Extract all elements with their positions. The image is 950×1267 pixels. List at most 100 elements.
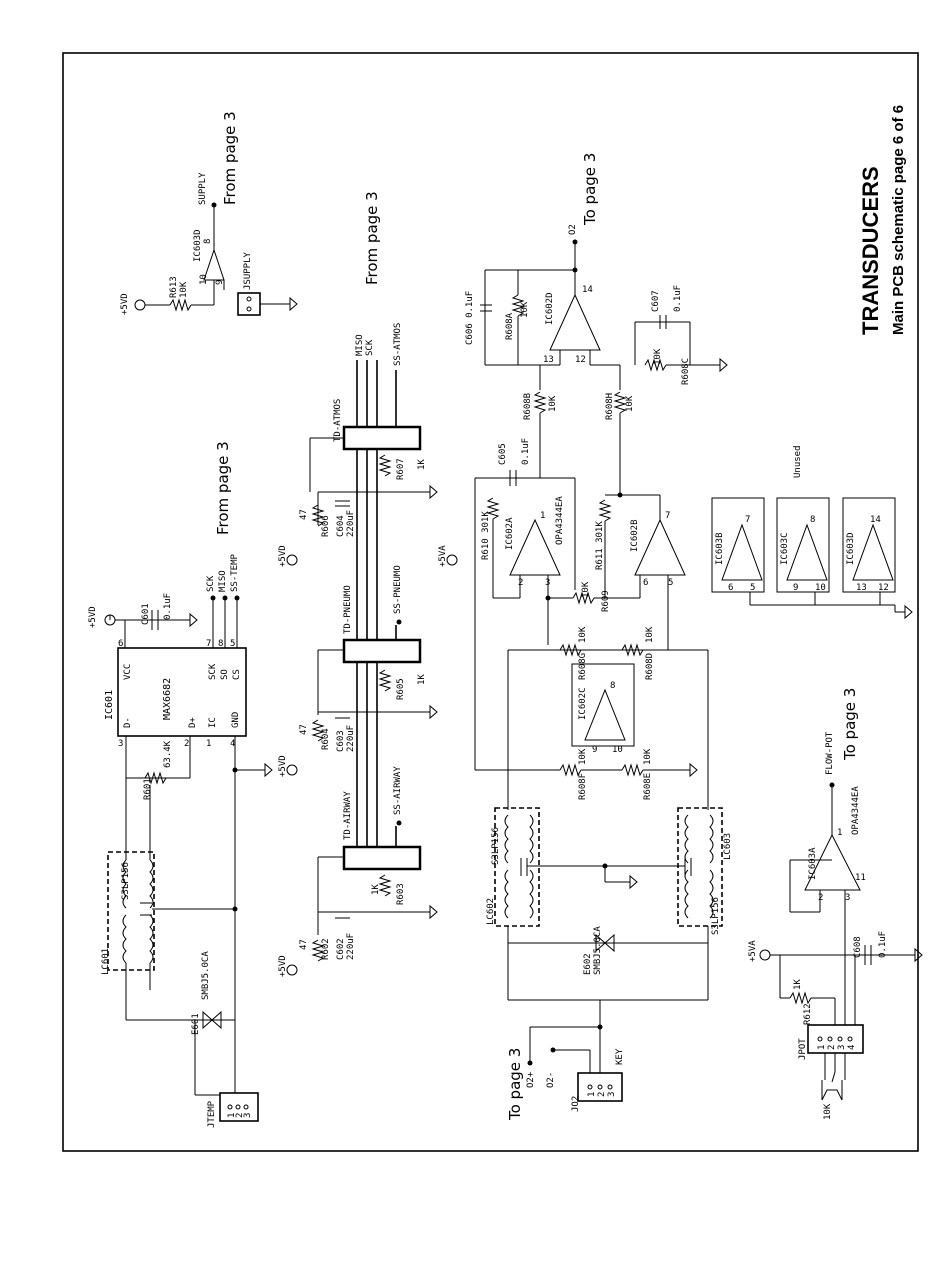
lc601-choke — [107, 851, 155, 971]
ic602d-label: IC602D — [545, 292, 555, 325]
ic602c-pin9: 9 — [592, 745, 597, 755]
td-pneumo-header — [342, 638, 422, 664]
lc601-label: LC601 — [101, 948, 111, 975]
ic603a-pin3: 3 — [845, 893, 850, 903]
jtemp-connector — [219, 1092, 259, 1122]
ic603d-pin-b: 12 — [878, 583, 889, 593]
r608d-label: R608D — [645, 653, 655, 680]
supply-monitor-section: +5VD R613 10K 10 9 8 IC603D SUPPLY From … — [120, 111, 298, 316]
ic602b-pin6: 6 — [643, 578, 648, 588]
c605-value: 0.1uF — [521, 438, 531, 465]
sheet-border — [62, 52, 919, 1152]
c603-label: C603 — [336, 730, 346, 752]
ic601-pin-cs: CS — [232, 669, 242, 680]
r604-label: R604 — [321, 728, 331, 750]
ic603d-pin-out: 14 — [870, 515, 881, 525]
ic603d-label: IC603D — [193, 229, 203, 262]
td-airway-header — [342, 845, 422, 871]
ic603a-part: OPA4344EA — [851, 786, 861, 835]
ic602c-frame — [571, 663, 635, 747]
ic601-pinnum-4: 4 — [230, 739, 235, 749]
ic601-max6682 — [117, 647, 247, 737]
td-pneumo-label: TD-PNEUMO — [343, 585, 353, 634]
temp-net-sck: SCK — [206, 575, 216, 592]
ic603d-unused-label: IC603D — [846, 532, 856, 565]
ic603c-pin-b: 10 — [815, 583, 826, 593]
net-ss-airway: SS-AIRWAY — [393, 766, 403, 815]
ic602d-pin14: 14 — [582, 285, 593, 295]
ic601-pin-so: SO — [220, 669, 230, 680]
net-flow-pot: FLOW-POT — [825, 731, 835, 775]
r601-value: 63.4K — [163, 740, 173, 768]
ic602b-opamp — [634, 518, 686, 576]
r608f-value: 10K — [578, 748, 588, 765]
c607-value: 0.1uF — [673, 285, 683, 312]
lc603-choke — [677, 807, 723, 927]
ic603c-pin-out: 8 — [810, 515, 815, 525]
c605-label: C605 — [498, 443, 508, 465]
jsupply-label: JSUPPLY — [243, 251, 253, 290]
td-pneumo-sensor: TD-PNEUMO +5VD 47 R604 C603 220uF R605 1… — [278, 585, 438, 777]
r608h-value: 10K — [625, 395, 635, 412]
lc602-label: LC602 — [486, 898, 496, 925]
flow-supply: +5VA — [748, 940, 758, 962]
r608g-value: 10K — [578, 626, 588, 643]
ic602c-opamp — [584, 688, 626, 741]
jo2-label: JO2 — [571, 1096, 581, 1112]
ic601-pin-vcc: VCC — [123, 664, 133, 680]
jtemp-pin3: 3 — [243, 1113, 253, 1118]
sheet-subtitle: Main PCB schematic page 6 of 6 — [890, 105, 907, 335]
r612-value: 1K — [793, 979, 803, 990]
net-sck: SCK — [365, 339, 375, 356]
c601-label: C601 — [141, 603, 151, 625]
ic602d-opamp — [549, 293, 601, 351]
r604-value: 47 — [299, 724, 309, 735]
r607-value: 1K — [417, 459, 427, 470]
ic602b-pin5: 5 — [668, 578, 673, 588]
ic603d-pin-10: 10 — [199, 274, 209, 285]
ic603c-label: IC603C — [780, 532, 790, 565]
ic601-label: IC601 — [104, 690, 115, 720]
r608b-label: R608B — [523, 393, 533, 420]
e602-part: SMBJ5.0CA — [593, 926, 603, 975]
r608a-value: 10K — [520, 301, 530, 318]
net-ss-pneumo: SS-PNEUMO — [393, 565, 403, 614]
jo2-pin3: 3 — [607, 1092, 617, 1097]
lc603-label: LC603 — [723, 833, 733, 860]
e601-part: SMBJ5.0CA — [201, 951, 211, 1000]
r613-value: 10K — [179, 281, 189, 298]
sheet-title: TRANSDUCERS — [858, 166, 883, 335]
r608h-label: R608H — [605, 393, 615, 420]
jpot-label: JPOT — [798, 1038, 808, 1060]
c602-value: 220uF — [346, 933, 356, 960]
ic601-pin-dminus: D- — [123, 717, 133, 728]
ic602c-pin8: 8 — [610, 681, 615, 691]
jo2-connector — [577, 1072, 623, 1102]
r611-label: R611 301K — [595, 521, 605, 570]
ic603b-label: IC603B — [715, 532, 725, 565]
ic601-pin-sck: SCK — [208, 663, 218, 680]
lc602-part: S3LP156 — [491, 827, 501, 865]
ic602b-label: IC602B — [630, 519, 640, 552]
net-miso: MISO — [355, 334, 365, 356]
jpot-pin2: 2 — [827, 1045, 837, 1050]
o2-amplifier-section: IC602D O2 To page 3 C606 0.1uF R608A 10K… — [438, 153, 733, 1121]
r601-label: R601 — [143, 778, 153, 800]
r607-label: R607 — [396, 458, 406, 480]
temp-net-ss: SS-TEMP — [230, 553, 240, 592]
pot-value: 10K — [823, 1103, 833, 1120]
ic602b-pin7: 7 — [665, 511, 670, 521]
lc603-part: S3LP156 — [711, 897, 721, 935]
r609-label: R609 — [601, 590, 611, 612]
r608c-value: 10K — [653, 348, 663, 365]
ic603a-pin2: 2 — [818, 893, 823, 903]
r606-value: 47 — [299, 509, 309, 520]
ic601-pinnum-6: 6 — [118, 639, 123, 649]
temperature-section: +5VD C601 0.1uF IC601 MAX6682 VCC D- D+ … — [88, 441, 273, 1128]
r610-label: R610 301K — [481, 511, 491, 560]
td-atmos-label: TD-ATMOS — [333, 399, 343, 442]
ic602d-pin12: 12 — [575, 355, 586, 365]
td-atmos-sensor: TD-ATMOS +5VD 47 R606 C604 220uF R607 1K — [278, 399, 438, 567]
offpage-from-page3-left: From page 3 — [214, 441, 232, 535]
c608-label: C608 — [853, 936, 863, 958]
